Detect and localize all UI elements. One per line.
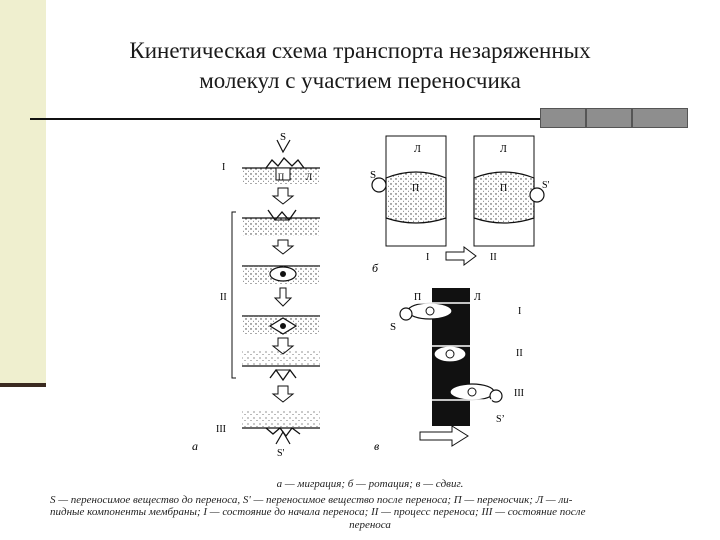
label-P-v: П	[414, 292, 421, 303]
label-I-v: I	[518, 306, 521, 317]
decorative-square	[632, 108, 688, 128]
caption-line-1: а — миграция; б — ротация; в — сдвиг.	[276, 478, 464, 490]
label-II-b: II	[490, 252, 497, 263]
label-L-v: Л	[474, 292, 481, 303]
decorative-squares	[540, 108, 690, 128]
label-S-prime-b: S'	[542, 180, 550, 191]
slide-sidebar	[0, 0, 46, 385]
label-S-top: S	[280, 131, 286, 143]
panel-a-migration: S I П Л II III S' а	[192, 131, 320, 459]
label-I-b: I	[426, 252, 429, 263]
label-S-v: S	[390, 321, 396, 333]
caption-line-2: S — переносимое вещество до переноса, S'…	[50, 493, 573, 506]
caption-line-3: пидные компоненты мембраны; I — состояни…	[50, 506, 586, 518]
step-2	[242, 209, 320, 236]
label-S-b: S	[370, 169, 376, 181]
transport-diagram: S I П Л II III S' а Л Л S П П S' I II б	[192, 131, 550, 459]
title-line-1: Кинетическая схема транспорта незаряженн…	[129, 38, 591, 63]
label-III-v: III	[514, 388, 524, 399]
label-P-b2: П	[500, 183, 507, 194]
step-5	[242, 350, 320, 382]
label-b: б	[372, 261, 379, 275]
label-L-b2: Л	[500, 144, 507, 155]
panel-b-rotation: Л Л S П П S' I II б	[370, 135, 550, 275]
decorative-square	[540, 108, 586, 128]
title-line-2: молекул с участием переносчика	[199, 68, 521, 93]
label-III-a: III	[216, 424, 226, 435]
label-II-v: II	[516, 348, 523, 359]
label-L-a: Л	[306, 172, 312, 182]
step-1	[242, 139, 320, 184]
title-rule	[30, 118, 685, 120]
label-a: а	[192, 439, 198, 453]
decorative-square	[586, 108, 632, 128]
label-S-prime-a: S'	[277, 448, 285, 459]
label-P-a: П	[278, 172, 285, 182]
label-S-prime-v: S’	[496, 414, 505, 425]
step-6	[242, 410, 320, 445]
slide-title: Кинетическая схема транспорта незаряженн…	[60, 36, 660, 96]
label-P-b1: П	[412, 183, 419, 194]
label-L-b1: Л	[414, 144, 421, 155]
sidebar-divider	[0, 383, 46, 387]
step-3	[242, 265, 320, 284]
figure-caption: а — миграция; б — ротация; в — сдвиг. S …	[50, 478, 690, 534]
step-4	[242, 315, 320, 335]
caption-line-4: переноса	[349, 518, 391, 531]
label-I-a: I	[222, 162, 225, 173]
panel-v-shift: П Л S I II III S’ в	[374, 288, 524, 453]
label-II-a: II	[220, 292, 227, 303]
label-v: в	[374, 439, 379, 453]
